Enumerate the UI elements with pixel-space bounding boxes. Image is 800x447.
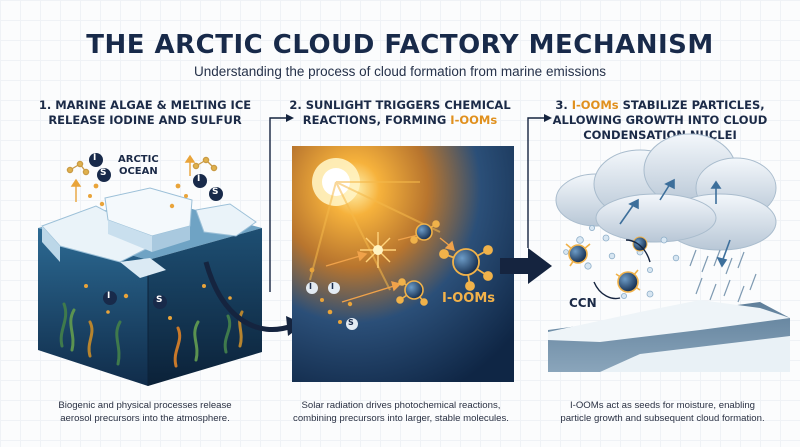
ioom-accent-text: I-OOMs <box>450 113 498 127</box>
sulfur-badge <box>346 318 358 330</box>
iodine-symbol: I <box>197 174 201 184</box>
sulfur-symbol: S <box>100 168 107 178</box>
ocean-cube <box>38 153 262 386</box>
molecule-icon <box>632 236 648 252</box>
sunlight-panel <box>292 146 514 382</box>
sulfur-badge <box>209 187 223 201</box>
step-1-caption: Biogenic and physical processes release … <box>58 400 232 424</box>
connector-arrow-1-2 <box>269 117 288 292</box>
step-2-caption: Solar radiation drives photochemical rea… <box>293 400 509 424</box>
step-1-heading-line1: 1. MARINE ALGAE & MELTING ICE <box>38 98 252 112</box>
sulfur-symbol: S <box>212 187 219 197</box>
iodine-symbol: I <box>331 282 334 291</box>
iodine-badge <box>103 291 117 305</box>
rain-icon <box>689 249 757 303</box>
molecule-icon <box>439 245 493 291</box>
ice-floe-icon <box>548 300 790 342</box>
sulfur-badge <box>153 295 167 309</box>
molecule-icon <box>396 278 428 306</box>
arctic-ocean-label: ARCTIC OCEAN <box>118 154 159 177</box>
connector-arrow-2-3 <box>527 117 546 248</box>
ccn-label: CCN <box>569 296 597 310</box>
step-3-heading-line1: 3. I-OOMs STABILIZE PARTICLES, <box>555 98 765 112</box>
ioom-accent-text: I-OOMs <box>571 98 619 112</box>
iodine-symbol: I <box>309 282 312 291</box>
seaweed-icon <box>59 302 244 368</box>
iodine-symbol: I <box>93 153 97 163</box>
iodine-badge <box>328 282 340 294</box>
sulfur-symbol: S <box>348 318 354 327</box>
step-1-heading-line2: RELEASE IODINE AND SULFUR <box>48 113 242 127</box>
step-3-heading-line2: ALLOWING GROWTH INTO CLOUD <box>552 113 768 127</box>
molecule-icon <box>410 220 440 244</box>
step-1-heading: 1. MARINE ALGAE & MELTING ICE RELEASE IO… <box>20 98 270 128</box>
ioom-label: I-OOMs <box>442 291 496 306</box>
step-2-heading-line1: 2. SUNLIGHT TRIGGERS CHEMICAL <box>289 98 511 112</box>
iodine-badge <box>193 174 207 188</box>
page-title: THE ARCTIC CLOUD FACTORY MECHANISM <box>86 30 714 60</box>
page-subtitle: Understanding the process of cloud forma… <box>194 64 606 79</box>
iodine-badge <box>89 153 103 167</box>
molecule-icon <box>565 243 591 267</box>
arrow-right-icon <box>500 248 552 284</box>
cloud-formation-panel <box>548 133 790 372</box>
step-2-heading: 2. SUNLIGHT TRIGGERS CHEMICAL REACTIONS,… <box>275 98 525 128</box>
step-3-caption: I-OOMs act as seeds for moisture, enabli… <box>560 400 765 424</box>
arrow-right-icon <box>203 261 293 332</box>
molecule-icon <box>615 269 641 293</box>
ice-floe-icon <box>41 187 257 278</box>
step-2-heading-line2: REACTIONS, FORMING I-OOMs <box>302 113 498 127</box>
cloud-icon <box>555 133 777 251</box>
molecule-icon <box>66 156 218 176</box>
sulfur-symbol: S <box>156 295 163 305</box>
iodine-badge <box>306 282 318 294</box>
iodine-symbol: I <box>107 291 111 301</box>
sulfur-badge <box>97 168 111 182</box>
